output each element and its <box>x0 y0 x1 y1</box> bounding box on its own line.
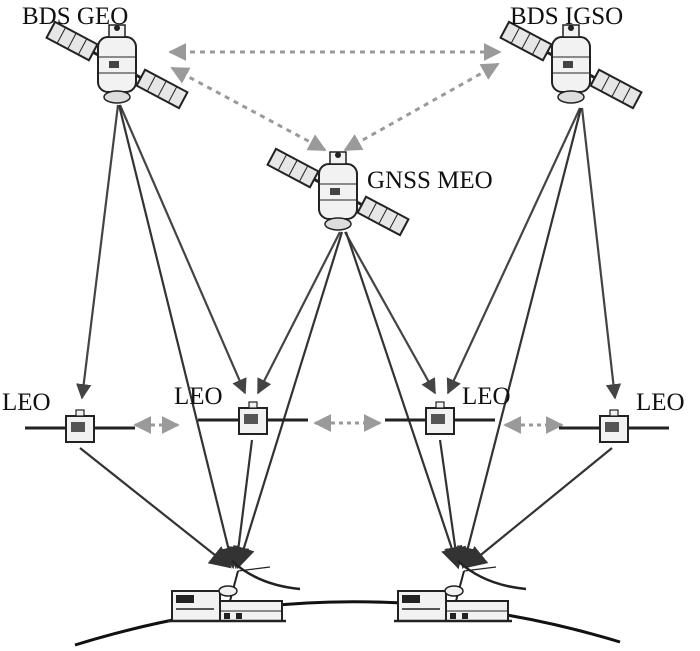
label-bds-geo: BDS GEO <box>22 3 128 30</box>
label-leo-4: LEO <box>636 389 685 416</box>
bds-igso-satellite-icon <box>499 20 643 110</box>
signals-to-ground <box>79 104 613 570</box>
arrow-igso-leo3 <box>446 107 581 395</box>
link-geo-meo <box>170 66 327 152</box>
label-leo-3: LEO <box>462 383 511 410</box>
label-bds-igso: BDS IGSO <box>510 3 623 30</box>
arrow-geo-leo1 <box>76 104 120 400</box>
gnss-to-leo-signals <box>76 104 622 400</box>
leo-crosslinks <box>133 414 564 434</box>
arrow-meo-leo3 <box>344 231 436 395</box>
arrow-geo-station1 <box>117 104 239 570</box>
earth-surface-curve <box>74 600 621 647</box>
arrow-leo4-station2 <box>464 447 613 569</box>
bds-geo-satellite-icon <box>45 20 189 110</box>
arrow-meo-leo2 <box>257 231 341 395</box>
ground-station-icon-2 <box>392 559 528 623</box>
label-leo-2: LEO <box>174 383 223 410</box>
link-igso-meo <box>343 62 500 152</box>
arrow-meo-station1 <box>233 231 344 570</box>
arrow-igso-station2 <box>457 107 583 570</box>
label-gnss-meo: GNSS MEO <box>367 167 493 194</box>
arrow-leo1-station1 <box>79 447 232 569</box>
arrow-leo2-station1 <box>227 439 254 570</box>
arrow-meo-station2 <box>344 231 463 570</box>
arrow-leo3-station2 <box>438 439 467 570</box>
arrow-geo-leo2 <box>118 104 247 395</box>
label-leo-1: LEO <box>2 389 51 416</box>
inter-satellite-links <box>168 43 502 152</box>
ground-station-icon-1 <box>166 559 302 623</box>
arrow-igso-leo4 <box>580 107 622 400</box>
